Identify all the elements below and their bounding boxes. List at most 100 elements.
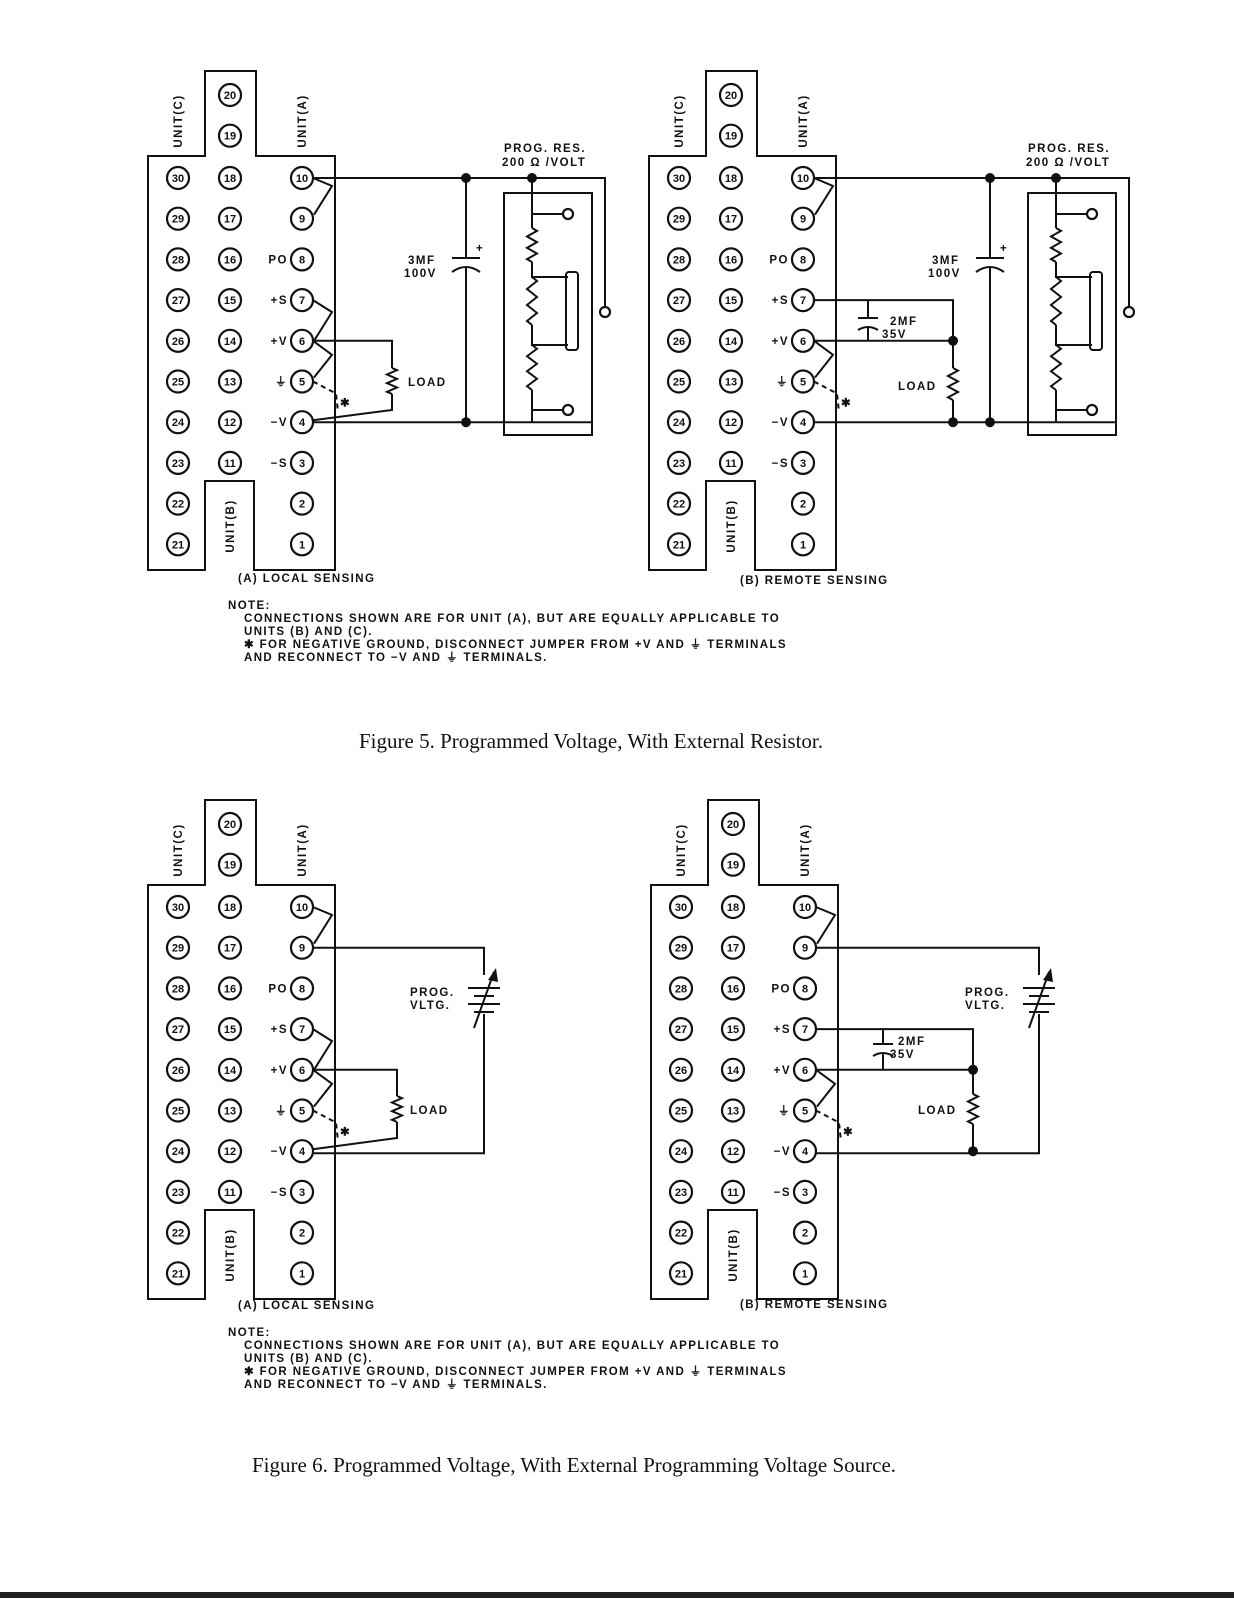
prog-resistor [524, 227, 540, 263]
cap-label: 3MF [408, 255, 436, 267]
terminal-number: 10 [797, 173, 809, 185]
sense-line [816, 1028, 974, 1070]
terminal-number: 22 [172, 499, 184, 511]
terminal-3 [289, 1179, 315, 1205]
prog-resistor-box [503, 192, 593, 436]
terminal-number: 13 [727, 1106, 739, 1118]
jumper-s-v [312, 1028, 334, 1071]
terminal-number: 20 [727, 819, 739, 831]
cap-label: 100V [928, 268, 961, 280]
terminal-number: 3 [299, 1187, 305, 1199]
terminal-number: 13 [224, 377, 236, 389]
terminal-1 [289, 1261, 315, 1286]
figure5-caption: Figure 5. Programmed Voltage, With Exter… [359, 729, 824, 753]
terminal-21 [666, 532, 692, 557]
terminal-number: 12 [224, 417, 236, 429]
terminal-label: +S [774, 1024, 791, 1036]
terminal-number: 10 [799, 902, 811, 914]
terminal-12 [720, 1139, 746, 1164]
tap-line [1055, 390, 1086, 411]
terminal-22 [165, 491, 191, 516]
cap2-plate-curved [857, 326, 879, 331]
terminal-number: 2 [299, 1228, 305, 1240]
terminal-23 [668, 1179, 694, 1205]
terminal-label: +V [271, 1065, 288, 1077]
unit-a-label: UNIT(A) [297, 823, 309, 876]
jumper-asterisk: ✱ [340, 1127, 351, 1139]
prog-res-label: 200 Ω /VOLT [502, 157, 586, 169]
terminal-8 [790, 247, 816, 272]
terminal-label: −S [774, 1187, 791, 1199]
terminal-block-fig6-remote: 3029282726252423222120191817161514131211… [650, 799, 839, 1300]
terminal-number: 5 [802, 1106, 808, 1118]
note-line: UNITS (B) AND (C). [244, 626, 373, 638]
terminal-25 [666, 369, 692, 394]
terminal-28 [165, 976, 191, 1001]
figure6-caption: Figure 6. Programmed Voltage, With Exter… [252, 1453, 897, 1477]
terminal-label: −S [271, 458, 288, 470]
terminal-number: 23 [673, 458, 685, 470]
terminal-number: 9 [299, 943, 305, 955]
note-line: AND RECONNECT TO −V AND ⏚ TERMINALS. [244, 652, 548, 664]
terminal-26 [165, 1057, 191, 1082]
note-line: AND RECONNECT TO −V AND ⏚ TERMINALS. [244, 1379, 548, 1391]
terminal-block-outline [648, 70, 837, 571]
terminal-number: 1 [802, 1268, 808, 1280]
terminal-number: 11 [727, 1187, 739, 1199]
terminal-number: 10 [296, 902, 308, 914]
terminal-number: 19 [725, 131, 737, 143]
prog-vltg-return [816, 1014, 1040, 1155]
unit-c-label: UNIT(C) [173, 823, 185, 876]
terminal-26 [666, 328, 692, 353]
jumper-10-9 [813, 177, 835, 216]
terminal-number: 17 [725, 214, 737, 226]
terminal-22 [666, 491, 692, 516]
terminal-17 [217, 206, 243, 231]
jumper-s-v [312, 299, 334, 342]
terminal-label: ⏚ [776, 376, 789, 389]
terminal-13 [217, 1098, 243, 1123]
page-bottom-edge [0, 1592, 1234, 1598]
unit-a-label: UNIT(A) [798, 94, 810, 147]
terminal-number: 5 [299, 1106, 305, 1118]
terminal-label: ⏚ [778, 1105, 791, 1118]
cap2-label: 2MF [898, 1036, 926, 1048]
terminal-16 [217, 247, 243, 272]
terminal-number: 16 [727, 983, 739, 995]
terminal-29 [668, 935, 694, 960]
terminal-19 [720, 852, 746, 877]
terminal-number: 24 [673, 417, 686, 429]
terminal-number: 11 [224, 1187, 236, 1199]
terminal-label: −V [271, 1146, 288, 1158]
terminal-number: 1 [299, 1268, 305, 1280]
jumper-asterisk: ✱ [843, 1127, 854, 1139]
note-line: ✱ FOR NEGATIVE GROUND, DISCONNECT JUMPER… [244, 1366, 787, 1378]
terminal-4 [289, 1139, 315, 1164]
terminal-number: 6 [299, 336, 305, 348]
unit-b-label: UNIT(B) [728, 1228, 740, 1281]
terminal-number: 21 [675, 1268, 687, 1280]
terminal-number: 1 [299, 539, 305, 551]
terminal-25 [165, 369, 191, 394]
terminal-number: 23 [172, 1187, 184, 1199]
terminal-28 [668, 976, 694, 1001]
terminal-block-outline [147, 799, 336, 1300]
terminal-23 [666, 450, 692, 475]
negative-ground-jumper [815, 1109, 842, 1142]
arrow-head [1043, 968, 1053, 982]
terminal-9 [289, 206, 315, 231]
terminal-number: 18 [224, 173, 236, 185]
prog-vltg-label: VLTG. [410, 1000, 451, 1012]
jumper-10-9 [312, 906, 334, 945]
load-label: LOAD [898, 381, 937, 393]
cap2-label: 2MF [890, 316, 918, 328]
terminal-number: 30 [673, 173, 685, 185]
terminal-3 [289, 450, 315, 475]
terminal-18 [718, 165, 744, 191]
terminal-number: 28 [673, 254, 685, 266]
jumper-10-9 [312, 177, 334, 216]
cap2-label: 35V [882, 329, 907, 341]
terminal-label: +S [271, 295, 288, 307]
terminal-number: 25 [172, 377, 184, 389]
terminal-number: 24 [172, 1146, 185, 1158]
